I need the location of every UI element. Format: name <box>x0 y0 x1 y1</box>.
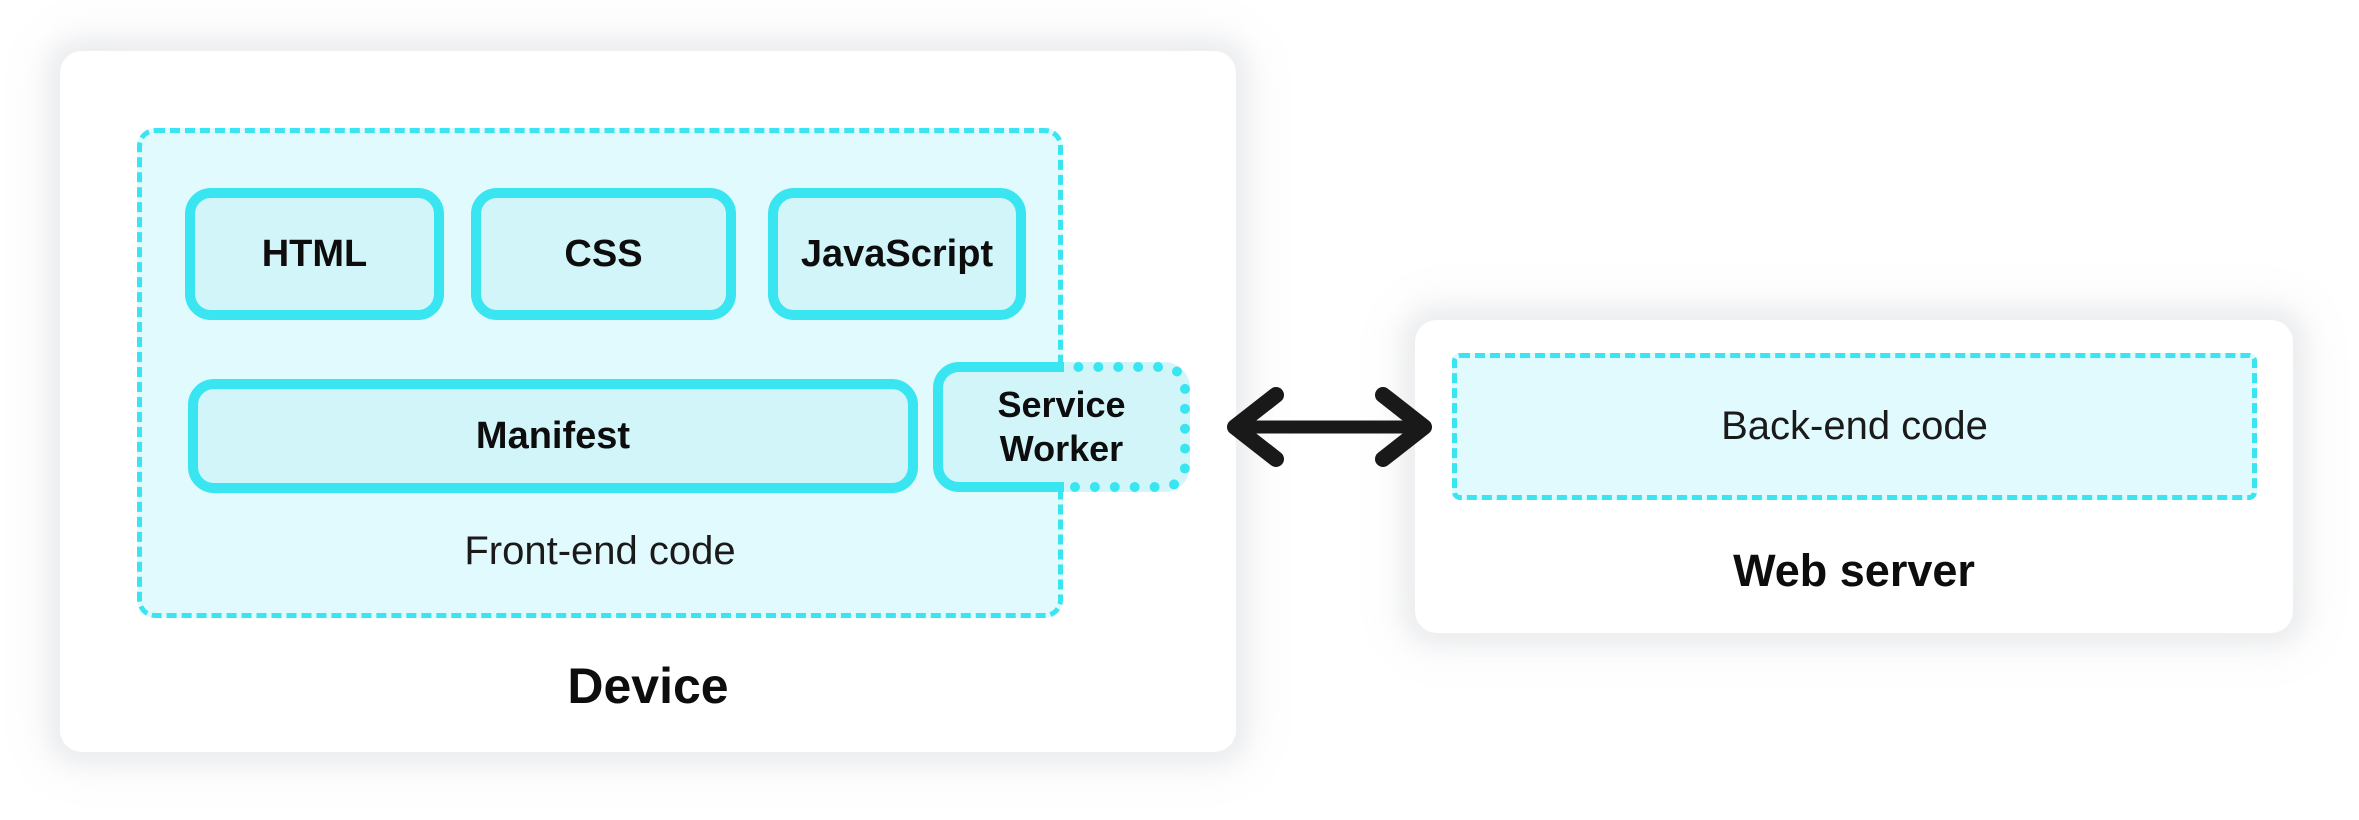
front-end-code-label: Front-end code <box>464 529 736 573</box>
javascript-box-label: JavaScript <box>800 232 994 275</box>
manifest-box-label: Manifest <box>475 414 631 457</box>
bidirectional-arrow-icon <box>1227 387 1432 467</box>
web-server-box: Back-end code Web server <box>1415 320 2293 633</box>
service-worker-solid-border <box>933 362 1065 492</box>
manifest-box: Manifest <box>188 379 918 493</box>
device-label: Device <box>567 658 729 714</box>
html-box: HTML <box>185 188 444 320</box>
service-worker-dotted-border <box>1064 362 1190 492</box>
html-box-label: HTML <box>261 232 368 275</box>
back-end-box: Back-end code <box>1452 353 2257 500</box>
service-worker-label: Service Worker <box>997 384 1126 469</box>
back-end-code-label: Back-end code <box>1721 404 1988 448</box>
service-worker-box: Service Worker <box>933 362 1190 492</box>
web-server-label: Web server <box>1733 545 1975 596</box>
device-box: HTML CSS JavaScript Manifest Front-end c… <box>60 51 1236 752</box>
css-box: CSS <box>471 188 736 320</box>
front-end-container: HTML CSS JavaScript Manifest Front-end c… <box>137 128 1063 618</box>
css-box-label: CSS <box>564 232 643 275</box>
javascript-box: JavaScript <box>768 188 1026 320</box>
